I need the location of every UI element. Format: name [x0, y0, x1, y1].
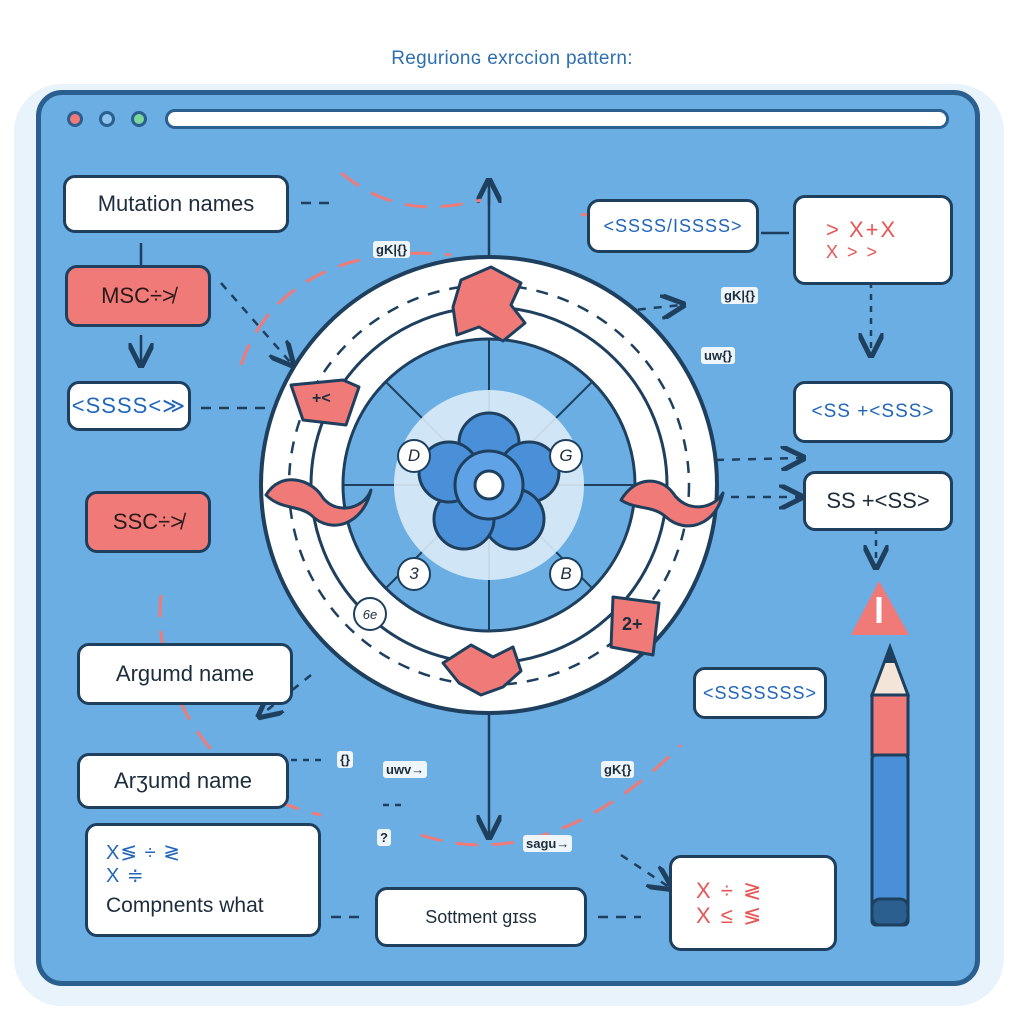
diagram-title: Regurionɢ exrccion pattern: [391, 48, 633, 69]
ring-label-b: B [549, 557, 583, 591]
node-components[interactable]: X≶ ÷ ≷ X ≑ Compnents what [85, 823, 321, 937]
node-bottom-right[interactable]: X ÷ ≷ X ≤ ≶ [669, 855, 837, 951]
tag-arrow-left: uwv→ [383, 761, 428, 778]
tag-bracket-left: {} [337, 751, 354, 768]
ring-mark-two-plus: 2+ [619, 613, 646, 636]
components-label: Compnents what [106, 893, 264, 917]
ring-label-3: 3 [397, 557, 431, 591]
node-argumd-name-1[interactable]: Argumd name [77, 643, 293, 705]
center-flower-icon [417, 411, 561, 551]
right-3-text: <SSSSSSS> [702, 682, 818, 703]
tag-gk-bottom: gK{} [601, 761, 635, 778]
ring-arrow-markers [264, 265, 725, 697]
node-sottment[interactable]: Sottment gɪss [375, 887, 587, 947]
components-line-1: X≶ ÷ ≷ [106, 841, 181, 864]
minimize-dot-icon[interactable] [99, 111, 115, 127]
pencil-icon [869, 642, 911, 927]
maximize-dot-icon[interactable] [131, 111, 147, 127]
ring-label-6e: 6e [353, 597, 387, 631]
xxx-line-2: X > > [826, 242, 880, 263]
node-mutation-names[interactable]: Mutation names [63, 175, 289, 233]
ring-label-d: D [397, 439, 431, 473]
node-right-1[interactable]: <SS +<SSS> [793, 381, 953, 443]
tag-gk-right: gK|{} [721, 287, 759, 304]
tag-uw: uw{} [701, 347, 736, 364]
window-titlebar [41, 95, 975, 151]
node-left-chain[interactable]: <SSSS<≫ [67, 381, 191, 431]
node-ssc[interactable]: SSC÷≯ [85, 491, 211, 553]
components-line-2: X ≑ [106, 864, 145, 887]
node-right-2[interactable]: SS +<SS> [803, 471, 953, 531]
close-dot-icon[interactable] [67, 111, 83, 127]
left-chain-text: <SSSS<≫ [71, 393, 187, 418]
bottom-right-line-2: X ≤ ≶ [696, 903, 764, 928]
tag-gk-left: gK|{} [373, 241, 411, 258]
node-top-chain[interactable]: <SSSS/ISSSS> [587, 199, 759, 253]
node-argumd-name-2[interactable]: Arʒumd name [77, 753, 289, 809]
right-1-text: <SS +<SSS> [811, 401, 935, 422]
ring-mark-plus: +< [309, 389, 334, 409]
top-chain-text: <SSSS/ISSSS> [603, 215, 743, 236]
node-xxx[interactable]: > X+X X > > [793, 195, 953, 285]
bottom-right-line-1: X ÷ ≷ [696, 877, 764, 903]
tag-question: ? [377, 829, 391, 846]
tag-sagu: sagu→ [523, 835, 573, 852]
browser-window: D G 3 B 6e +< 2+ Mutation names MSC÷≯ <S… [36, 90, 980, 986]
ring-label-g: G [549, 439, 583, 473]
xxx-line-1: > X+X [826, 217, 898, 242]
node-msc[interactable]: MSC÷≯ [65, 265, 211, 327]
node-right-3[interactable]: <SSSSSSS> [693, 667, 827, 719]
address-bar[interactable] [165, 109, 949, 129]
